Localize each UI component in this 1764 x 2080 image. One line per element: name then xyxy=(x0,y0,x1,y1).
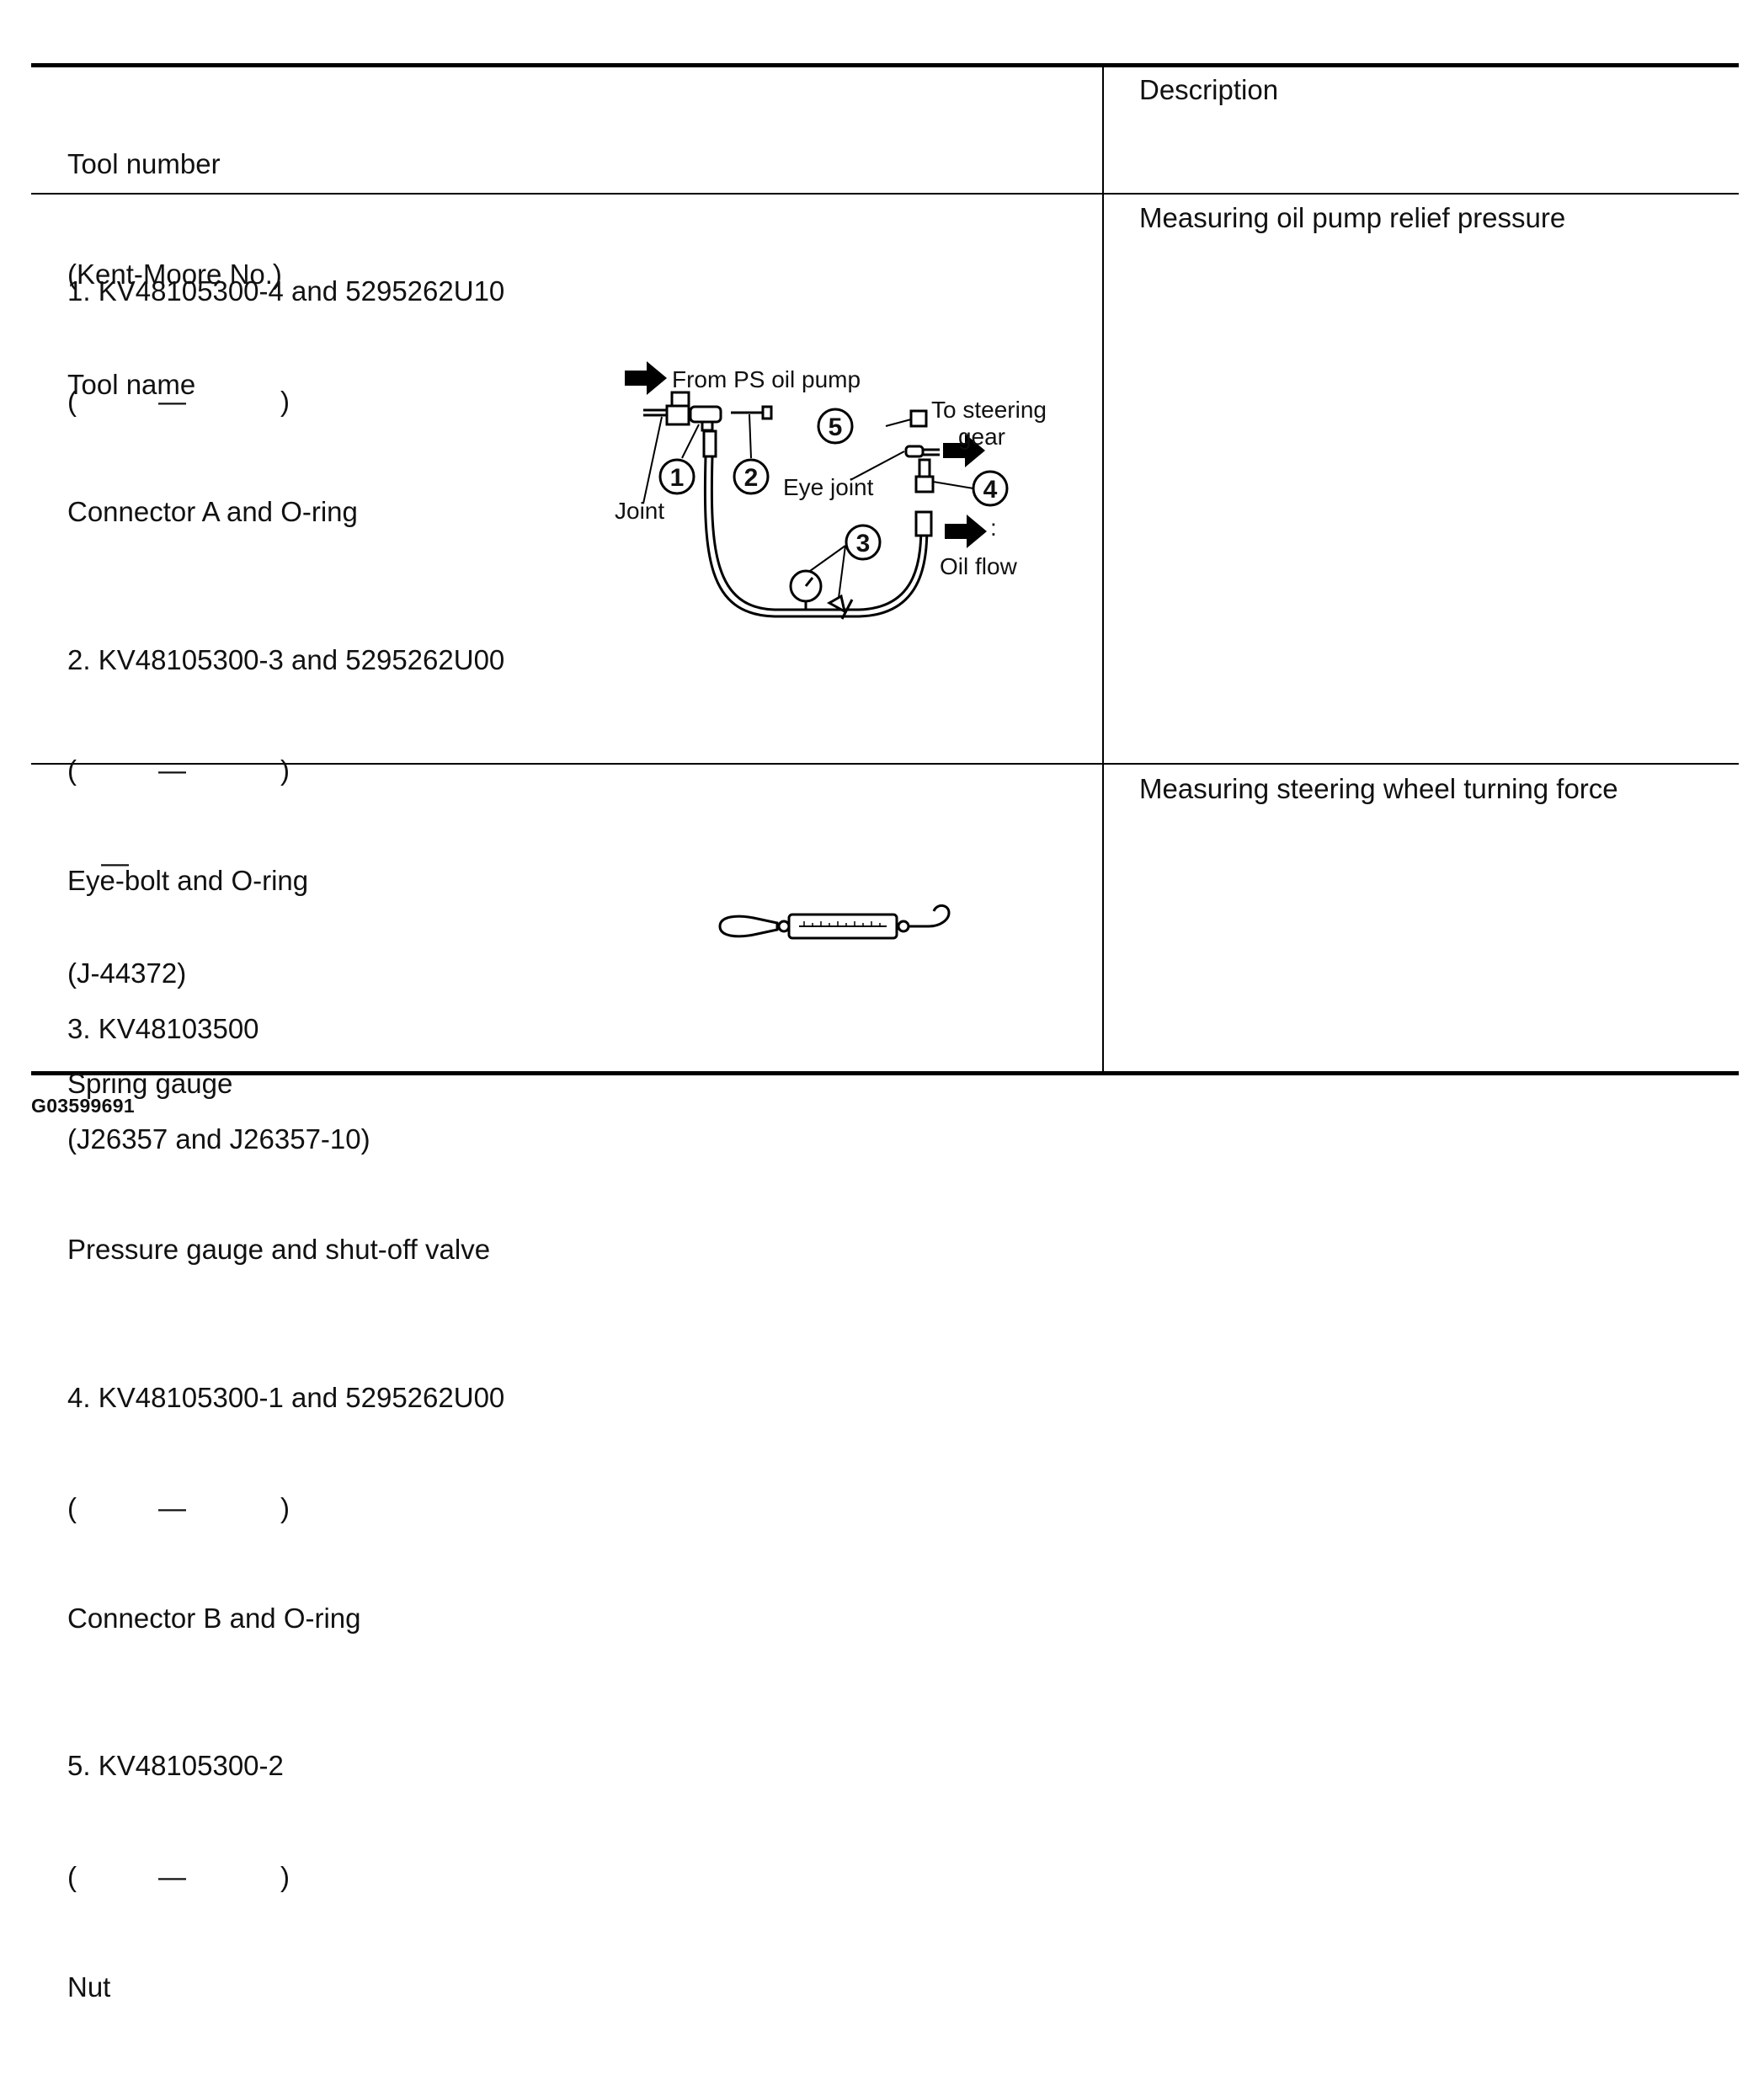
connector-b-icon xyxy=(914,458,935,493)
label-to-steering: To steering xyxy=(931,397,1047,423)
tool-1-kent-moore: (—) xyxy=(67,385,290,417)
column-divider xyxy=(1102,66,1104,1074)
hose-icon xyxy=(702,429,933,618)
spring-gauge-number: — xyxy=(101,846,129,878)
tool-5-number: 5. KV48105300-2 xyxy=(67,1750,284,1782)
header-kent-moore: (Kent-Moore No.) xyxy=(67,258,282,290)
callout-1: 1 xyxy=(658,458,695,495)
tool-2-number: 2. KV48105300-3 and 5295262U00 xyxy=(67,643,505,675)
row1-description: Measuring oil pump relief pressure xyxy=(1139,202,1566,233)
tool-4-name: Connector B and O-ring xyxy=(67,1603,361,1635)
spring-gauge-name: Spring gauge xyxy=(67,1068,233,1100)
tool-3-number: 3. KV48103500 xyxy=(67,1012,259,1044)
tool-2-kent-moore: (—) xyxy=(67,754,290,786)
row2-description: Measuring steering wheel turning force xyxy=(1139,773,1618,804)
tool-2-name: Eye-bolt and O-ring xyxy=(67,865,309,897)
tool-4-kent-moore: (—) xyxy=(67,1491,290,1523)
label-oil-flow-colon: : xyxy=(990,515,997,541)
special-tools-table-page: Tool number (Kent-Moore No.) Tool name D… xyxy=(31,63,1739,2003)
tool-3-name: Pressure gauge and shut-off valve xyxy=(67,1234,491,1266)
tool-1-name: Connector A and O-ring xyxy=(67,496,358,528)
spring-gauge-kent-moore: (J-44372) xyxy=(67,957,187,989)
tool-3-kent-moore: (J26357 and J26357-10) xyxy=(67,1123,370,1155)
tool-4-number: 4. KV48105300-1 and 5295262U00 xyxy=(67,1381,505,1413)
leader-lines xyxy=(642,413,974,599)
eye-bolt-icon xyxy=(731,405,773,420)
header-tool-number: Tool number xyxy=(67,147,221,179)
tool-1-number: 1. KV48105300-4 and 5295262U10 xyxy=(67,275,505,307)
pressure-gauge-icon xyxy=(789,569,854,620)
svg-text:5: 5 xyxy=(829,413,843,441)
eye-joint-icon xyxy=(904,445,940,458)
header-tool-column: Tool number (Kent-Moore No.) Tool name xyxy=(67,72,282,477)
flow-arrow-icon xyxy=(943,434,985,467)
callout-5: 5 xyxy=(817,408,854,445)
header-tool-name: Tool name xyxy=(67,369,196,401)
spring-gauge-icon xyxy=(718,904,951,940)
callout-3: 3 xyxy=(845,524,882,561)
table-top-rule xyxy=(31,63,1739,67)
header-description: Description xyxy=(1139,74,1279,105)
label-from-pump: From PS oil pump xyxy=(672,366,861,392)
row2-tool: — (J-44372) Spring gauge xyxy=(67,771,232,1176)
figure-id: G03599691 xyxy=(31,1095,135,1117)
oil-pressure-gauge-diagram: From PS oil pump xyxy=(615,361,1047,620)
svg-text:2: 2 xyxy=(744,464,759,492)
oil-flow-arrow-icon xyxy=(945,515,987,548)
table-bottom-rule xyxy=(31,1071,1739,1075)
connector-a-icon xyxy=(643,391,722,432)
tool-5-kent-moore: (—) xyxy=(67,1860,290,1892)
callout-2: 2 xyxy=(733,458,770,495)
svg-text:4: 4 xyxy=(983,476,998,504)
nut-icon xyxy=(909,409,928,428)
svg-text:1: 1 xyxy=(670,464,685,492)
tool-5-name: Nut xyxy=(67,1971,111,2003)
svg-text:3: 3 xyxy=(856,530,871,557)
label-eye-joint: Eye joint xyxy=(783,474,874,500)
label-joint: Joint xyxy=(615,498,664,524)
label-gear: gear xyxy=(958,424,1005,450)
flow-arrow-icon xyxy=(625,361,667,395)
label-oil-flow: Oil flow xyxy=(940,553,1018,579)
row-divider-rule xyxy=(31,763,1739,765)
header-bottom-rule xyxy=(31,193,1739,195)
callout-4: 4 xyxy=(972,470,1009,507)
